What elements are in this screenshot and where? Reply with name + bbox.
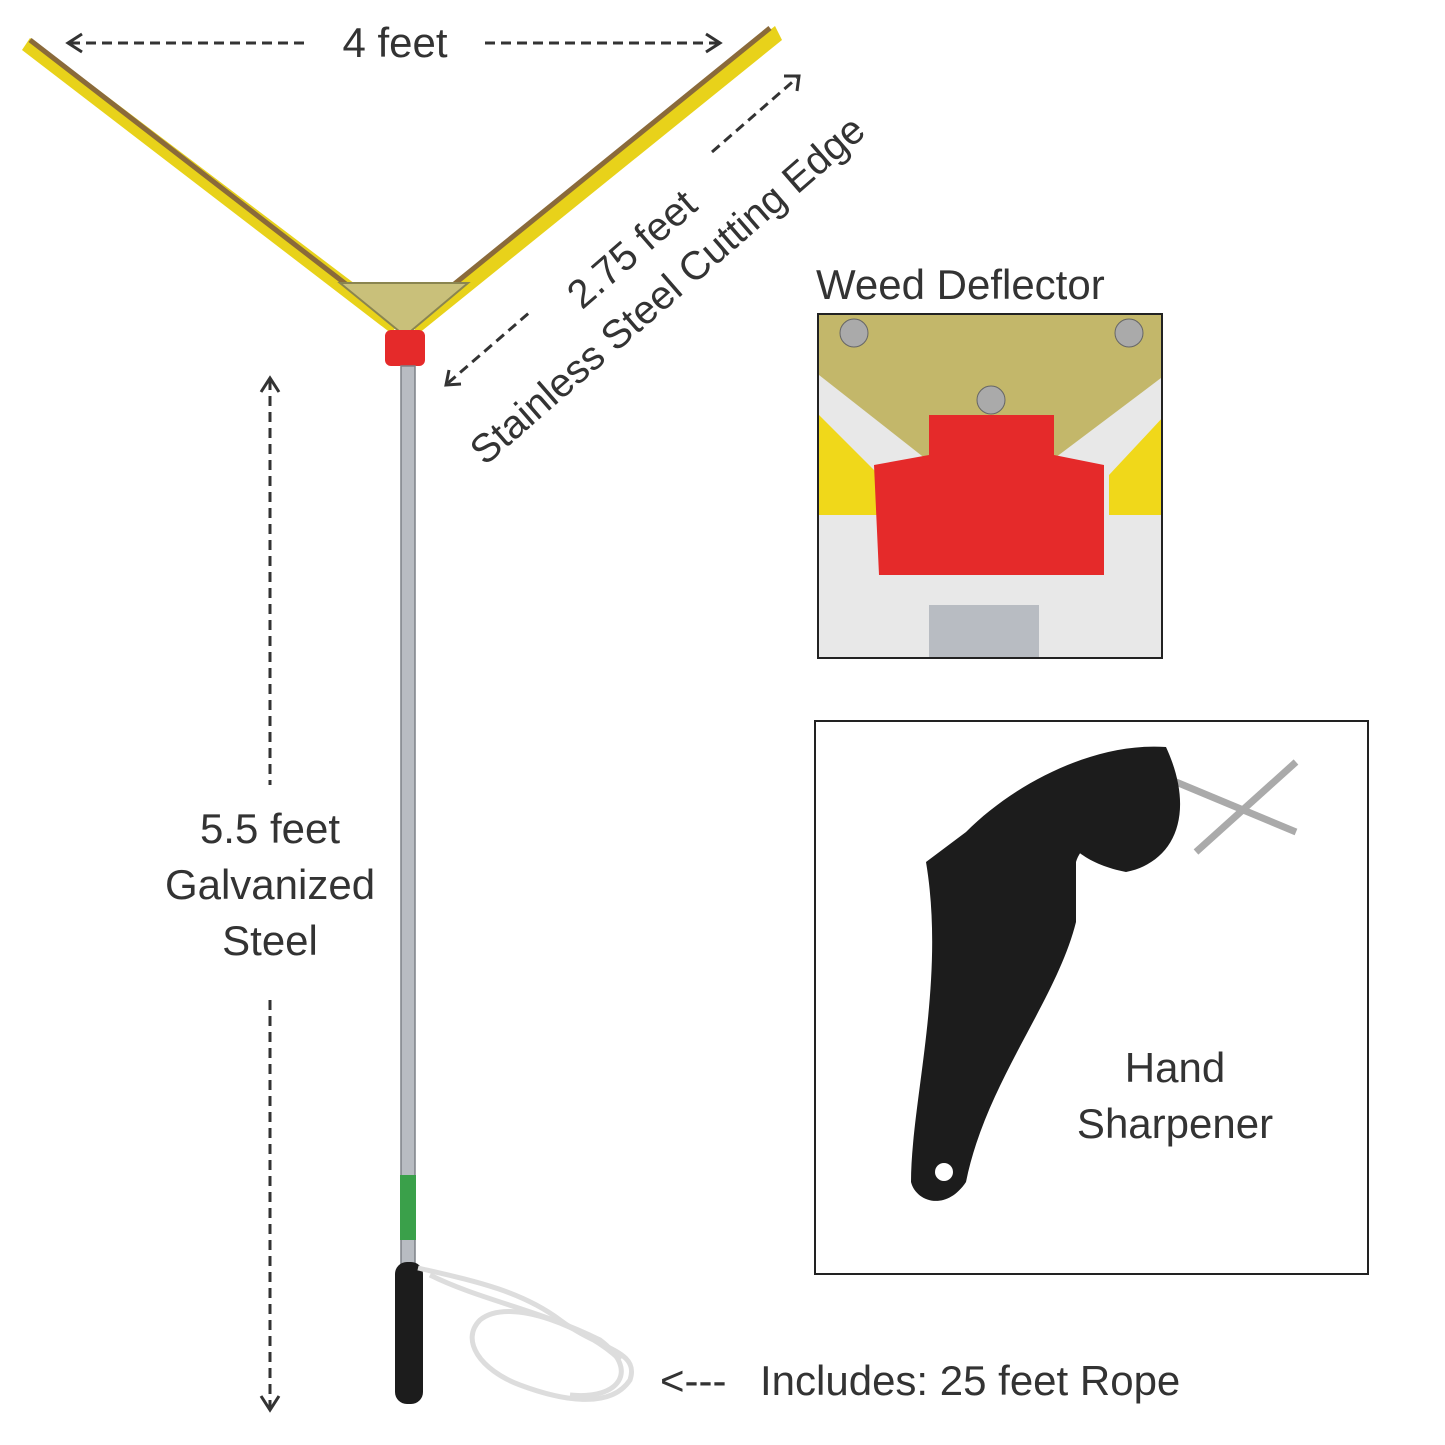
handle-material-label-2: Steel [222,917,318,964]
deflector-title: Weed Deflector [816,261,1105,308]
handle-material-label: Galvanized [164,861,376,908]
rope-label: Includes: 25 feet Rope [760,1357,1181,1404]
deflector-inset [817,313,1163,659]
width-label: 4 feet [342,19,448,66]
rope-arrow: <--- [660,1357,727,1404]
sharpener-inset: Hand Sharpener [814,720,1369,1275]
handle-length-label: 5.5 feet [199,805,341,852]
blade-dimension-arrow [444,74,801,387]
deflector-closeup [819,315,1161,657]
sharpener-label-2: Sharpener [1076,1100,1274,1147]
weed-deflector [385,330,425,366]
cutting-blade [22,26,782,338]
sharpener-label: Hand [1124,1044,1226,1091]
handle-dimension-arrow [259,375,281,1413]
width-dimension-arrow [65,32,723,54]
rope [417,1265,634,1402]
galvanized-handle [395,365,423,1404]
hand-sharpener-image [911,746,1299,1201]
